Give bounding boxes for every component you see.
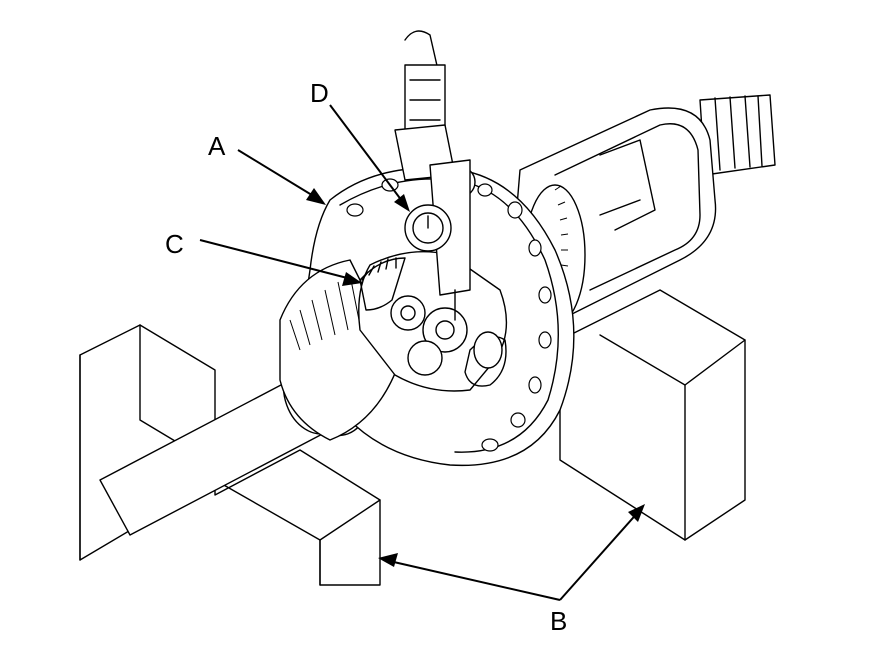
dial-indicator <box>394 30 476 321</box>
leader-lines <box>199 104 645 601</box>
callout-c: C <box>165 229 184 259</box>
callout-b: B <box>550 606 567 636</box>
right-v-block <box>559 289 746 541</box>
callout-d: D <box>310 78 329 108</box>
case-bolt-holes <box>346 178 552 452</box>
callout-a: A <box>208 131 226 161</box>
callout-labels: A C D B <box>165 78 567 636</box>
